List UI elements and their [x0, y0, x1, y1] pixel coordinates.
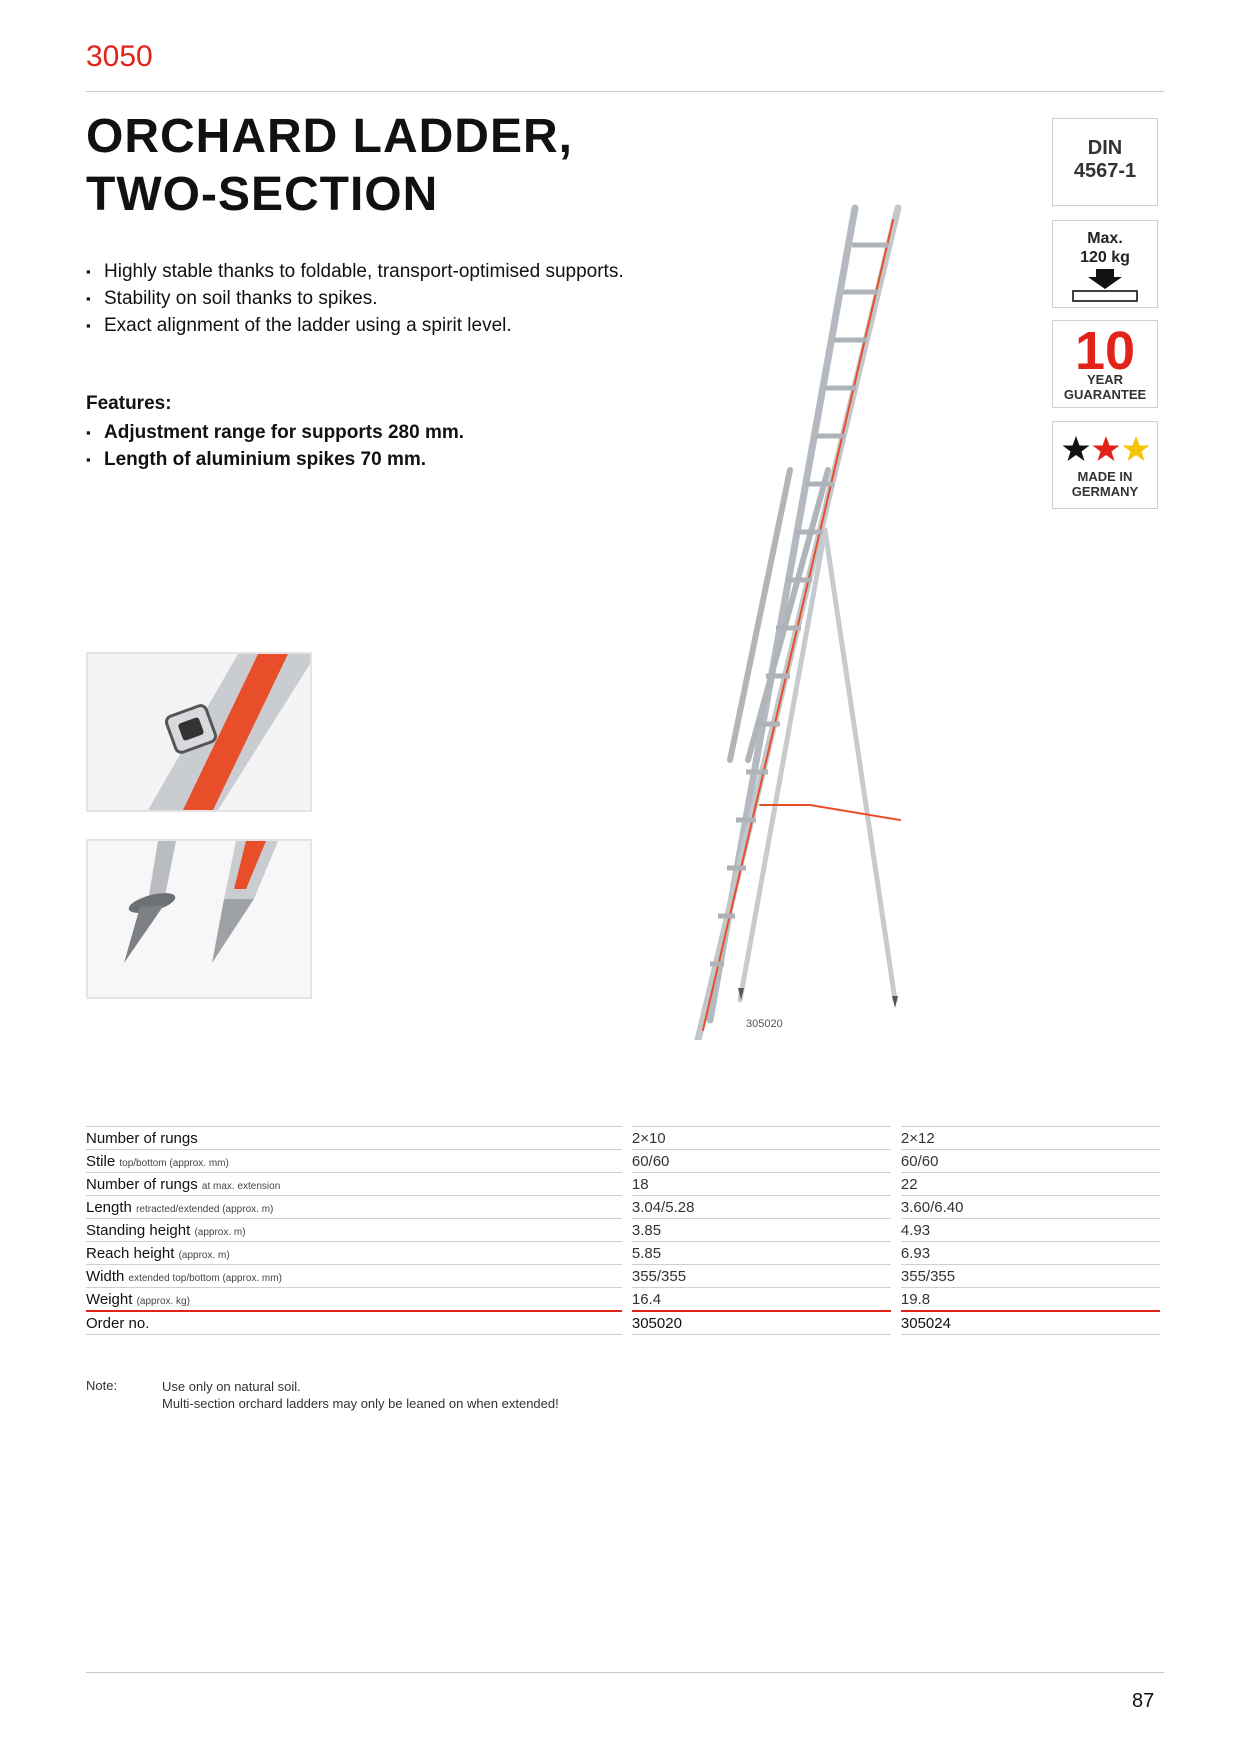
row-sublabel: extended top/bottom (approx. mm): [128, 1272, 282, 1284]
note-text: Use only on natural soil. Multi-section …: [162, 1378, 559, 1412]
value-305024: 6.93: [900, 1241, 1160, 1265]
guarantee-line-2: GUARANTEE: [1063, 387, 1147, 402]
table-row: Reach height (approx. m) 5.85 6.93: [86, 1241, 1160, 1265]
made-in-germany-badge: MADE IN GERMANY: [1052, 421, 1158, 509]
guarantee-line-1: YEAR: [1086, 372, 1124, 387]
din-badge: DIN 4567-1: [1052, 118, 1158, 206]
three-stars-icon: [1062, 436, 1150, 461]
note-line-1: Use only on natural soil.: [162, 1379, 301, 1394]
title-line-1: ORCHARD LADDER,: [86, 110, 573, 163]
row-label-text: Standing height: [86, 1221, 191, 1239]
value-305024: 2×12: [900, 1126, 1160, 1150]
table-row: Weight (approx. kg) 16.4 19.8: [86, 1287, 1160, 1311]
row-label-text: Reach height: [86, 1244, 175, 1262]
max-load-label: Max.: [1087, 230, 1123, 247]
benefit-item: Highly stable thanks to foldable, transp…: [86, 258, 646, 285]
row-label: Standing height (approx. m): [86, 1218, 622, 1242]
order-number-305024: 305024: [900, 1310, 1160, 1335]
feature-item: Adjustment range for supports 280 mm.: [86, 419, 646, 446]
table-row: Number of rungs 2×10 2×12: [86, 1126, 1160, 1150]
note-label: Note:: [86, 1378, 118, 1393]
features-list: Adjustment range for supports 280 mm. Le…: [86, 419, 646, 473]
load-arrow-icon: [1072, 269, 1138, 302]
order-label: Order no.: [86, 1310, 622, 1335]
value-305020: 2×10: [631, 1126, 891, 1150]
made-in-line-1: MADE IN: [1077, 469, 1133, 484]
value-305020: 3.04/5.28: [631, 1195, 891, 1219]
row-sublabel: (approx. m): [178, 1249, 230, 1261]
row-sublabel: at max. extension: [201, 1180, 281, 1192]
value-305020: 5.85: [631, 1241, 891, 1265]
row-label-text: Stile: [86, 1152, 116, 1170]
row-label: Width extended top/bottom (approx. mm): [86, 1264, 622, 1288]
feature-item: Length of aluminium spikes 70 mm.: [86, 446, 646, 473]
value-305020: 355/355: [631, 1264, 891, 1288]
din-number: 4567-1: [1073, 160, 1137, 182]
table-row: Number of rungs at max. extension 18 22: [86, 1172, 1160, 1196]
benefit-item: Exact alignment of the ladder using a sp…: [86, 312, 646, 339]
row-label-text: Weight: [86, 1290, 133, 1308]
row-label-text: Width: [86, 1267, 125, 1285]
page-title: ORCHARD LADDER, TWO-SECTION: [86, 108, 573, 224]
row-label: Weight (approx. kg): [86, 1287, 622, 1311]
din-label: DIN: [1087, 137, 1123, 159]
order-number-row: Order no. 305020 305024: [86, 1310, 1160, 1335]
spirit-level-detail-image: [86, 652, 312, 812]
row-sublabel: (approx. m): [194, 1226, 246, 1238]
page-number: 87: [1132, 1690, 1155, 1712]
table-row: Stile top/bottom (approx. mm) 60/60 60/6…: [86, 1149, 1160, 1173]
table-row: Length retracted/extended (approx. m) 3.…: [86, 1195, 1160, 1219]
title-line-2: TWO-SECTION: [86, 168, 439, 221]
made-in-line-2: GERMANY: [1071, 484, 1139, 499]
bottom-divider: [86, 1672, 1164, 1673]
table-row: Width extended top/bottom (approx. mm) 3…: [86, 1264, 1160, 1288]
row-label: Length retracted/extended (approx. m): [86, 1195, 622, 1219]
order-number-305020: 305020: [631, 1310, 891, 1335]
model-number: 3050: [86, 40, 153, 73]
value-305020: 18: [631, 1172, 891, 1196]
guarantee-years: 10: [1074, 321, 1136, 381]
value-305020: 16.4: [631, 1287, 891, 1311]
row-label-text: Number of rungs: [86, 1129, 198, 1147]
value-305024: 4.93: [900, 1218, 1160, 1242]
value-305020: 60/60: [631, 1149, 891, 1173]
guarantee-badge: 10 YEAR GUARANTEE: [1052, 320, 1158, 408]
product-image-code: 305020: [746, 1018, 783, 1030]
row-sublabel: (approx. kg): [136, 1295, 190, 1307]
guarantee-text: YEAR GUARANTEE: [1053, 372, 1157, 402]
row-label-text: Length: [86, 1198, 132, 1216]
max-load-badge: Max. 120 kg: [1052, 220, 1158, 308]
row-label: Number of rungs at max. extension: [86, 1172, 622, 1196]
row-sublabel: retracted/extended (approx. m): [136, 1203, 274, 1215]
value-305024: 355/355: [900, 1264, 1160, 1288]
spike-detail-image: [86, 839, 312, 999]
row-sublabel: top/bottom (approx. mm): [119, 1157, 229, 1169]
note-line-2: Multi-section orchard ladders may only b…: [162, 1396, 559, 1411]
spec-table: Number of rungs 2×10 2×12 Stile top/bott…: [86, 1126, 1160, 1335]
max-load-value: 120 kg: [1080, 249, 1130, 266]
table-row: Standing height (approx. m) 3.85 4.93: [86, 1218, 1160, 1242]
ladder-product-image: [694, 204, 902, 1040]
made-in-germany-text: MADE IN GERMANY: [1053, 469, 1157, 499]
value-305024: 60/60: [900, 1149, 1160, 1173]
row-label: Reach height (approx. m): [86, 1241, 622, 1265]
row-label: Stile top/bottom (approx. mm): [86, 1149, 622, 1173]
benefit-list: Highly stable thanks to foldable, transp…: [86, 258, 646, 339]
top-divider: [86, 91, 1164, 92]
value-305024: 22: [900, 1172, 1160, 1196]
value-305020: 3.85: [631, 1218, 891, 1242]
features-heading: Features:: [86, 393, 172, 414]
benefit-item: Stability on soil thanks to spikes.: [86, 285, 646, 312]
row-label-text: Number of rungs: [86, 1175, 198, 1193]
value-305024: 19.8: [900, 1287, 1160, 1311]
value-305024: 3.60/6.40: [900, 1195, 1160, 1219]
row-label: Number of rungs: [86, 1126, 622, 1150]
